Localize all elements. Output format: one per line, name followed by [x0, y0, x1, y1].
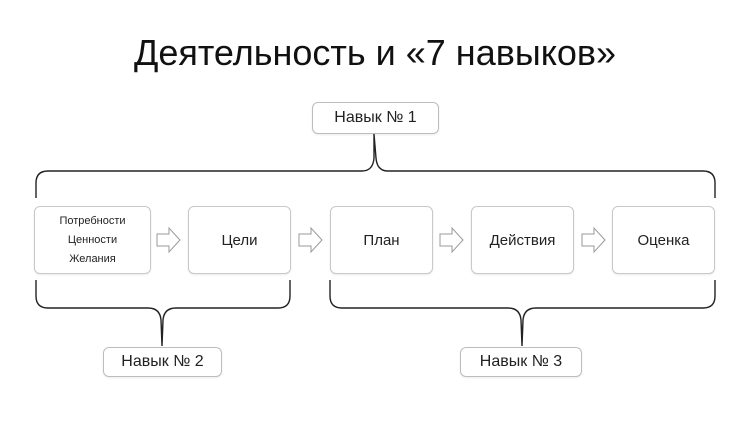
skill-2-label: Навык № 2 [103, 347, 222, 377]
skill-1-label: Навык № 1 [312, 102, 439, 134]
skill-3-text: Навык № 3 [479, 353, 563, 370]
slide-title: Деятельность и «7 навыков» [133, 32, 617, 73]
goals-text: Цели [221, 231, 258, 249]
bottom-brace-right [329, 280, 716, 347]
arrow-right-icon [156, 226, 181, 254]
needs-box: Потребности Ценности Желания [34, 206, 151, 274]
needs-line-3: Желания [69, 252, 116, 265]
top-brace [35, 133, 716, 198]
skill-3-label: Навык № 3 [460, 347, 582, 377]
needs-line-1: Потребности [59, 214, 126, 227]
arrow-right-icon [581, 226, 606, 254]
arrow-right-icon [439, 226, 464, 254]
goals-box: Цели [188, 206, 291, 274]
actions-box: Действия [471, 206, 574, 274]
arrow-right-icon [298, 226, 323, 254]
actions-text: Действия [489, 231, 556, 249]
skill-2-text: Навык № 2 [121, 353, 204, 370]
plan-text: План [363, 231, 400, 249]
evaluation-box: Оценка [612, 206, 715, 274]
needs-line-2: Ценности [67, 233, 118, 246]
plan-box: План [330, 206, 433, 274]
evaluation-text: Оценка [637, 231, 690, 249]
skill-1-text: Навык № 1 [334, 109, 417, 126]
bottom-brace-left [35, 280, 291, 347]
